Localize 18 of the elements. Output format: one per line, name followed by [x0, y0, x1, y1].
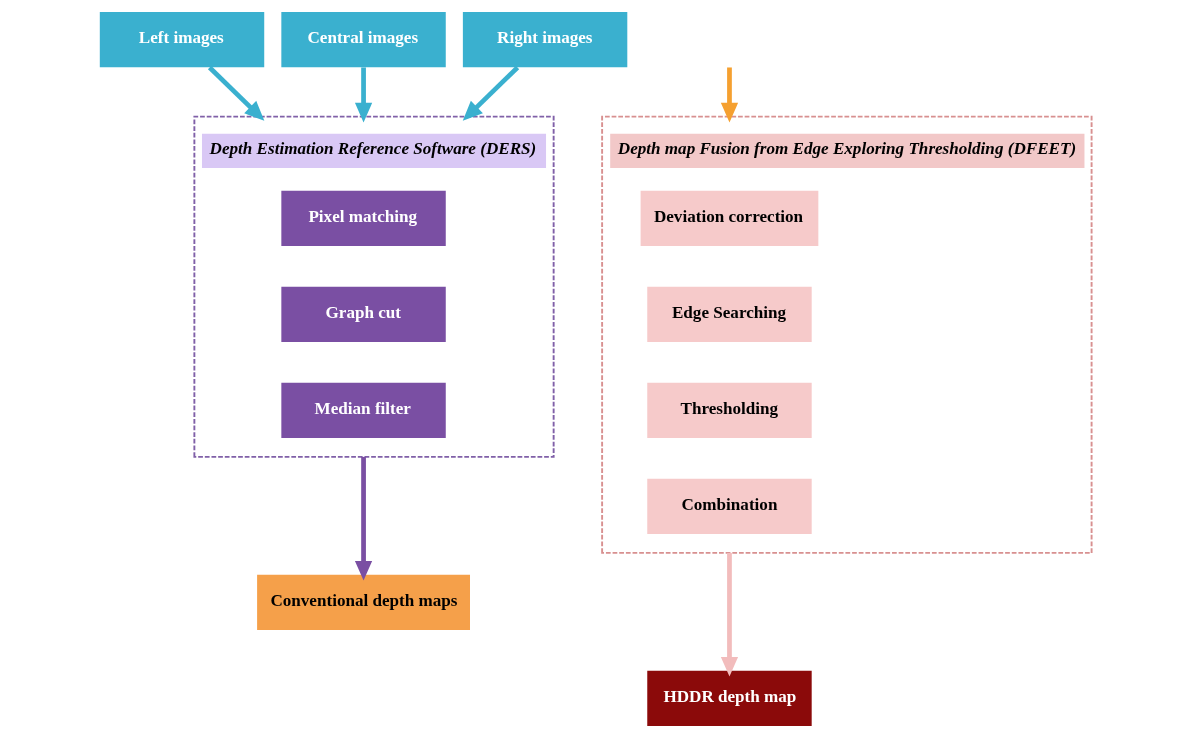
- node-box: Graph cut: [280, 286, 446, 342]
- node-box: Edge Searching: [646, 286, 812, 342]
- node-box: Central images: [280, 12, 446, 68]
- node-box: Median filter: [280, 382, 446, 438]
- arrow: [462, 65, 519, 121]
- arrow: [720, 552, 738, 677]
- node-box: Conventional depth maps: [256, 574, 470, 630]
- arrow: [720, 67, 738, 123]
- node-box: Deviation correction: [640, 190, 818, 246]
- arrow: [354, 67, 372, 123]
- node-box: Thresholding: [646, 382, 812, 438]
- node-box: Combination: [646, 478, 812, 534]
- arrow: [207, 65, 264, 121]
- node-box: HDDR depth map: [646, 670, 812, 726]
- node-box: Right images: [462, 12, 627, 68]
- node-box: Left images: [99, 12, 264, 68]
- arrow: [354, 456, 372, 581]
- node-box: Pixel matching: [280, 190, 446, 246]
